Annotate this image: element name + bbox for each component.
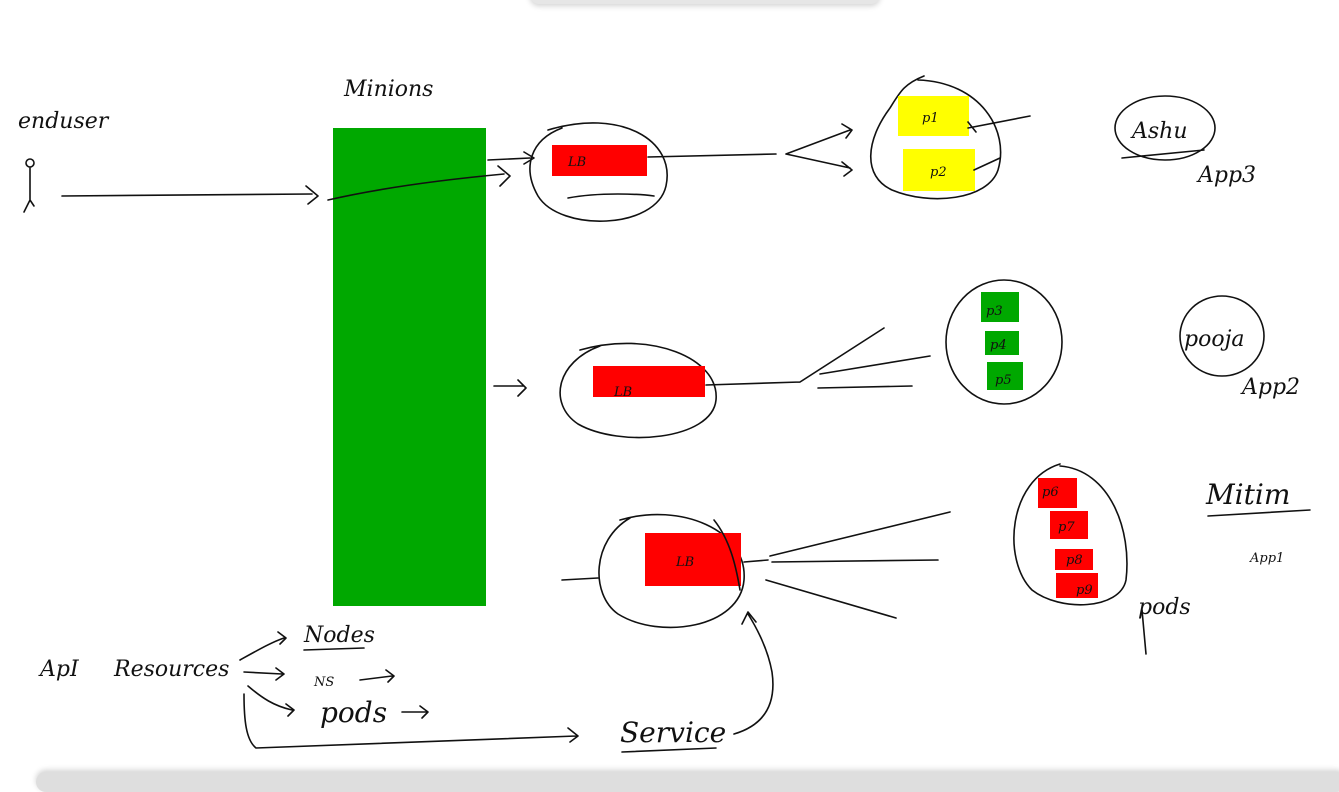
pod-p2	[903, 149, 975, 191]
pod-group-app3: p1 p2	[870, 75, 1031, 200]
top-shadow-bar	[530, 0, 880, 4]
pods-group-label: pods	[1138, 595, 1191, 620]
lb2-out-line	[705, 327, 931, 389]
pod-p4	[985, 331, 1019, 355]
lb1-out-line	[647, 123, 853, 177]
pod-group-app3-circle	[870, 75, 1002, 200]
lb1-box	[552, 145, 647, 176]
pod-p8	[1055, 549, 1093, 570]
pod-p5-label: p5	[995, 373, 1012, 388]
lb3-label: LB	[675, 555, 694, 570]
lb3-circle	[598, 513, 745, 629]
lb2-label: LB	[613, 385, 632, 400]
owner-pooja: pooja App2	[1179, 295, 1300, 400]
pod-p9-label: p9	[1076, 583, 1093, 598]
resources-label: Resources	[113, 657, 229, 682]
minions-to-lb3-line	[561, 577, 599, 581]
pod-p8-label: p8	[1066, 553, 1083, 568]
lb1-label: LB	[567, 155, 586, 170]
minions-block	[333, 128, 486, 606]
pod-p4-label: p4	[990, 338, 1007, 353]
pod-p7	[1050, 511, 1088, 539]
pod-p1	[898, 96, 969, 136]
app2-label: App2	[1240, 375, 1300, 400]
owner-mitim-label: Mitim	[1205, 478, 1290, 511]
enduser-label: enduser	[18, 109, 110, 134]
resources-arrows	[239, 631, 579, 749]
owner-mitim: Mitim App1	[1205, 478, 1311, 566]
lb-group-3: LB	[598, 511, 951, 629]
lb2-box	[593, 366, 705, 397]
owner-ashu-label: Ashu	[1130, 119, 1188, 144]
minions-to-lb1-arrow	[487, 151, 535, 165]
minions-to-lb2-arrow	[493, 379, 527, 397]
app3-label: App3	[1196, 163, 1256, 188]
pod-p5	[987, 362, 1023, 390]
pod-group-app2: p3 p4 p5	[945, 279, 1063, 405]
pod-p7-label: p7	[1058, 520, 1075, 535]
pods-resource-label: pods	[320, 696, 387, 729]
pod-p6-label: p6	[1042, 485, 1059, 500]
minions-crossing-line	[327, 165, 511, 201]
lb2-circle	[559, 342, 717, 439]
api-label: ApI	[38, 657, 80, 682]
lb-group-1: LB	[529, 122, 853, 222]
pod-group-app1: p6 p7 p8 p9	[1013, 463, 1128, 606]
pod-group-app2-circle	[945, 279, 1063, 405]
service-label: Service	[620, 716, 726, 749]
lb3-out-line	[743, 511, 951, 619]
enduser-arrow	[61, 185, 319, 205]
pod-p2-label: p2	[930, 165, 947, 180]
minions-label: Minions	[343, 77, 433, 102]
lb1-circle	[529, 122, 668, 222]
pod-p6	[1038, 478, 1077, 508]
bottom-shadow-bar	[36, 772, 1339, 792]
pod-p3	[981, 292, 1019, 322]
service-to-lb3-arrow	[733, 611, 774, 735]
pod-p1-label: p1	[922, 111, 939, 126]
lb3-box	[645, 533, 741, 586]
ns-label: NS	[313, 675, 334, 690]
pod-p3-label: p3	[986, 304, 1003, 319]
owner-ashu: Ashu App3	[1114, 95, 1256, 188]
pod-group-app1-circle	[1013, 463, 1128, 606]
owner-pooja-label: pooja	[1184, 327, 1245, 352]
app1-label: App1	[1249, 551, 1284, 566]
stick-figure-icon	[23, 158, 35, 213]
nodes-label: Nodes	[303, 623, 375, 648]
pod-p9	[1056, 573, 1098, 598]
lb-group-2: LB	[559, 327, 931, 439]
